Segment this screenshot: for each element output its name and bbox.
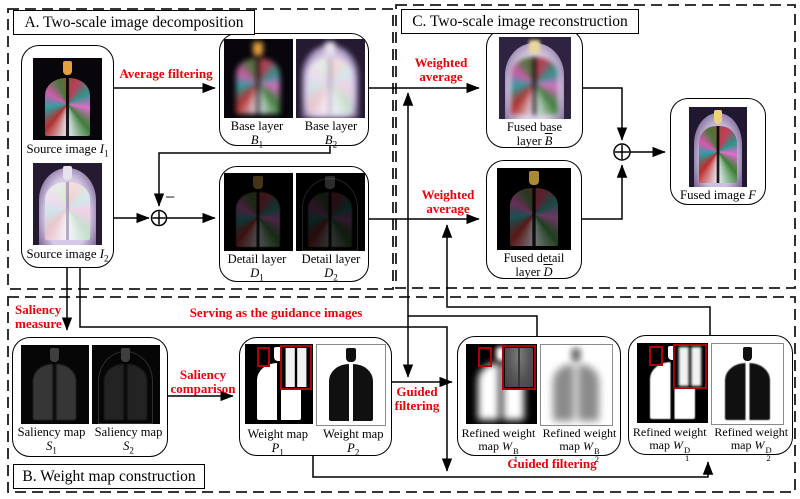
base-layer-2-label: Base layer B2	[304, 119, 358, 150]
saliency-map-2-label: Saliency map S2	[94, 425, 163, 456]
weight-map-1-image	[245, 344, 313, 424]
red-highlight-rect-small	[649, 346, 664, 367]
source-images-node: Source image I1 Source image I2	[21, 45, 114, 268]
sum-node-decomposition	[150, 209, 168, 227]
fused-base-label: Fused base layer B	[506, 120, 563, 148]
saliency-measure-label: Saliency measure	[15, 302, 62, 331]
detail-layer-1-image	[223, 173, 293, 251]
lamp-art	[62, 165, 73, 180]
wire-base-to-sum	[153, 146, 331, 207]
sum-node-reconstruction	[613, 143, 631, 161]
refined-weight-b2-image	[539, 344, 613, 426]
fused-detail-node: Fused detail layer D	[486, 160, 582, 279]
source-image-2-label: Source image I2	[26, 246, 109, 264]
red-highlight-rect-small	[256, 347, 271, 368]
weighted-average-base-label: Weighted average	[414, 55, 468, 84]
wire-fusedbase-to-sum	[583, 87, 628, 141]
fused-base-node: Fused base layer B	[486, 29, 583, 148]
weighted-average-detail-label: Weighted average	[421, 187, 475, 216]
fused-base-image	[498, 37, 571, 119]
weight-map-2-image	[316, 344, 386, 426]
section-a-border	[7, 8, 394, 290]
section-b-title: B. Weight map construction	[13, 464, 205, 489]
wire-guided-filtering-bottom	[312, 456, 714, 478]
fused-detail-label: Fused detail layer D	[503, 251, 565, 279]
saliency-map-2-image	[91, 345, 160, 424]
red-zoom-inset	[279, 344, 313, 391]
fused-image-photo	[689, 107, 747, 187]
section-borders	[7, 4, 796, 493]
stained-glass-window-art	[45, 77, 90, 136]
red-zoom-inset	[501, 344, 536, 391]
serving-as-guidance-label: Serving as the guidance images	[189, 305, 363, 320]
average-filtering-label: Average filtering	[119, 66, 213, 81]
weight-map-1-label: Weight map P1	[247, 427, 308, 458]
fused-image-label: Fused image F	[679, 188, 757, 202]
fused-detail-image	[497, 168, 571, 250]
lamp-art	[62, 61, 73, 76]
guided-filtering-left-label: Guided filtering	[394, 384, 440, 413]
wire-guidance-images	[79, 267, 453, 472]
detail-layers-node: Detail layer D1 Detail layer D2	[219, 166, 369, 283]
wire-refinedB-to-weighted-average	[402, 92, 538, 337]
red-zoom-inset	[673, 343, 708, 390]
wire-refinedD-to-weighted-average	[441, 224, 711, 337]
section-b-border	[7, 296, 796, 493]
guided-filtering-bottom-label: Guided filtering	[507, 456, 597, 471]
source-image-1-photo	[33, 58, 102, 140]
base-layer-1-image	[223, 39, 293, 118]
weight-map-2-label: Weight map P2	[323, 427, 384, 458]
section-c-title: C. Two-scale image reconstruction	[401, 9, 639, 34]
detail-layer-1-label: Detail layer D1	[227, 252, 287, 283]
refined-weight-d1-image	[637, 343, 708, 423]
base-layer-1-label: Base layer B1	[230, 119, 284, 150]
refined-weight-b1-image	[465, 344, 537, 424]
saliency-map-1-image	[20, 345, 89, 424]
flow-arrows	[61, 82, 714, 478]
wire-fuseddetail-to-sum	[582, 164, 628, 220]
source-image-1-label: Source image I1	[26, 142, 109, 159]
saliency-comparison-label: Saliency comparison	[170, 367, 236, 396]
saliency-maps-node: Saliency map S1 Saliency map S2	[12, 337, 168, 457]
detail-layer-2-image	[295, 173, 365, 251]
base-layers-node: Base layer B1 Base layer B2	[219, 33, 369, 150]
saliency-map-1-label: Saliency map S1	[17, 425, 86, 456]
source-image-2-photo	[33, 162, 102, 245]
minus-operator: −	[165, 187, 176, 207]
weight-maps-node: Weight map P1 Weight map P2	[239, 337, 392, 458]
window-art	[45, 182, 90, 241]
refined-weight-d2-image	[711, 343, 784, 425]
section-a-title: A. Two-scale image decomposition	[13, 10, 255, 35]
base-layer-2-image	[295, 39, 365, 118]
fused-image-node: Fused image F	[670, 98, 766, 205]
red-highlight-rect-small	[477, 347, 492, 368]
detail-layer-2-label: Detail layer D2	[301, 252, 361, 283]
